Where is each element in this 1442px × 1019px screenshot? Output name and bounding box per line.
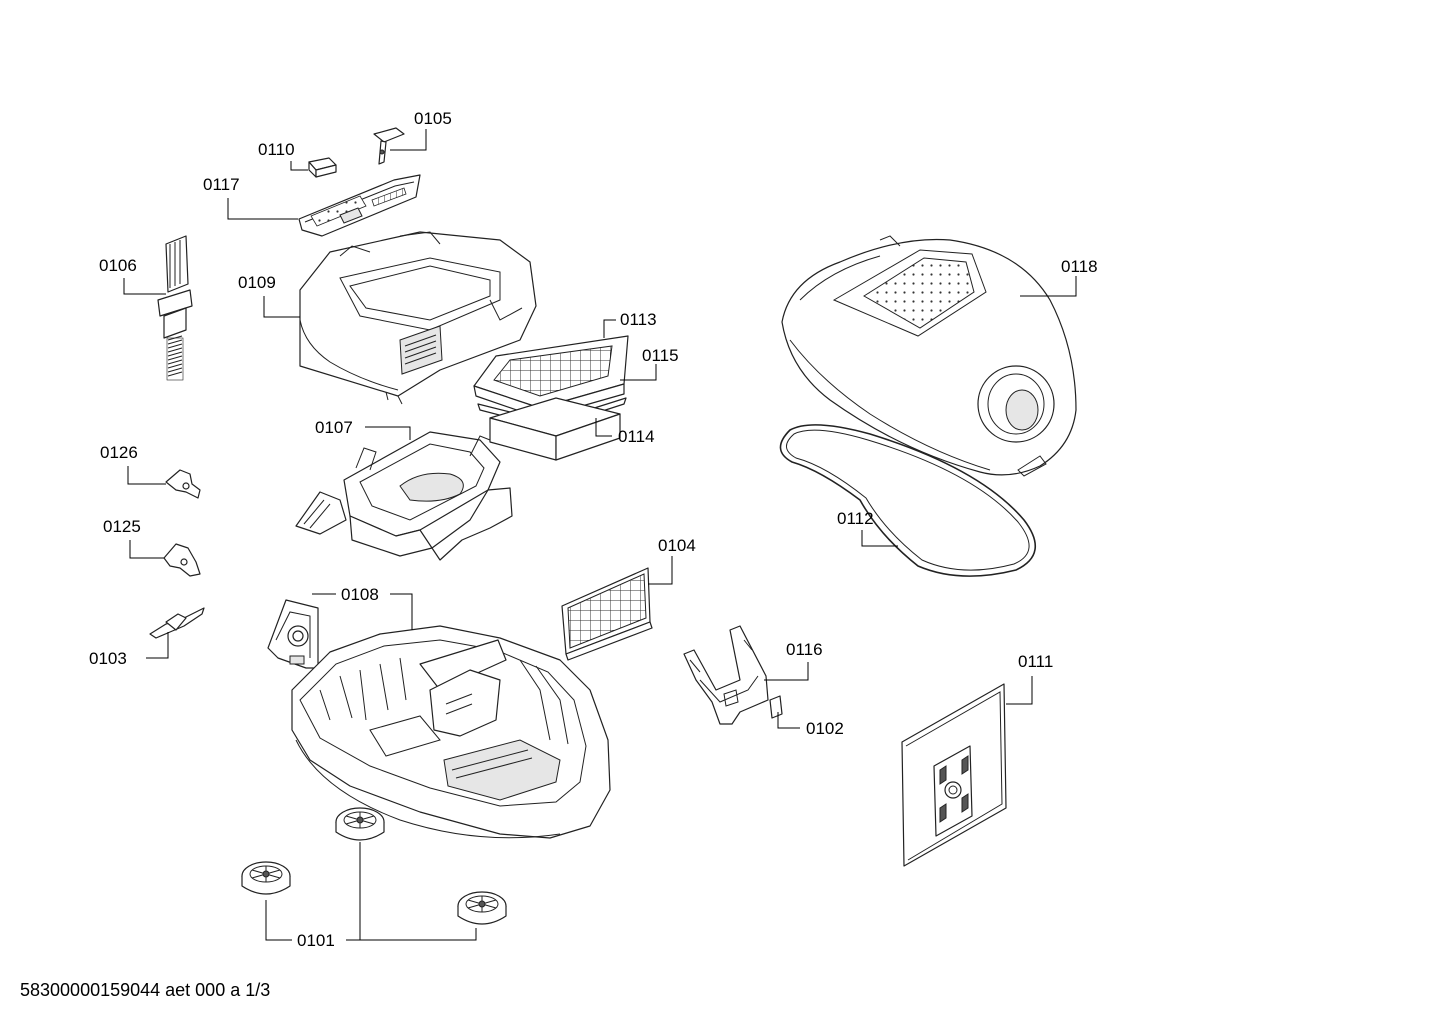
label-0106: 0106 <box>99 256 137 275</box>
part-0116-bag-holder <box>683 625 769 725</box>
label-0110: 0110 <box>258 140 295 159</box>
part-0108-base-chassis <box>291 625 611 839</box>
document-reference: 58300000159044 aet 000 a 1/3 <box>20 980 271 1000</box>
label-0109: 0109 <box>238 273 276 292</box>
leader-0104 <box>648 556 673 585</box>
leader-0103 <box>146 632 169 659</box>
label-0104: 0104 <box>658 536 696 555</box>
part-0117-grille-cover <box>298 174 421 237</box>
label-0107: 0107 <box>315 418 353 437</box>
part-0112-gasket <box>779 424 1037 577</box>
leader-0112 <box>861 530 898 547</box>
label-0115: 0115 <box>642 346 679 365</box>
leader-0126 <box>127 466 166 485</box>
leader-0111 <box>1006 676 1033 705</box>
label-0105: 0105 <box>414 109 452 128</box>
leader-0109 <box>263 296 300 318</box>
label-0111: 0111 <box>1018 652 1053 671</box>
leader-0108 <box>312 593 413 630</box>
part-0101-wheel-1 <box>335 807 385 841</box>
part-0106-latch-spring <box>157 235 193 381</box>
leader-0117 <box>227 198 298 220</box>
part-0110-button <box>308 157 337 178</box>
label-0118: 0118 <box>1061 257 1098 276</box>
part-0104-pleated-filter <box>561 567 653 661</box>
leader-0105 <box>390 129 427 151</box>
label-0108: 0108 <box>341 585 379 604</box>
label-0102: 0102 <box>806 719 844 738</box>
part-0111-dust-bag <box>901 683 1007 867</box>
label-0116: 0116 <box>786 640 823 659</box>
leader-0110 <box>290 161 308 171</box>
part-0114-foam-filter <box>489 397 621 461</box>
label-0117: 0117 <box>203 175 240 194</box>
leader-0113 <box>603 319 616 338</box>
part-0107-motor-housing <box>295 431 513 561</box>
part-0108-bracket <box>267 599 319 669</box>
label-0126: 0126 <box>100 443 138 462</box>
label-0101: 0101 <box>297 931 335 950</box>
leader-0106 <box>123 278 166 295</box>
part-0101-wheel-2 <box>241 861 291 895</box>
part-0102-pad <box>769 695 783 719</box>
leader-0116 <box>764 662 809 681</box>
leader-0101 <box>265 842 477 941</box>
part-0118-hood <box>781 235 1077 477</box>
part-0103-cable-lever <box>149 607 205 639</box>
part-0126-clip <box>165 469 201 499</box>
leader-0118 <box>1020 276 1077 297</box>
part-0105-latch <box>373 127 405 165</box>
label-0103: 0103 <box>89 649 127 668</box>
part-0125-clip <box>163 543 201 577</box>
label-0114: 0114 <box>618 427 655 446</box>
label-0125: 0125 <box>103 517 141 536</box>
leader-0115 <box>620 364 657 381</box>
leader-0107 <box>365 426 411 440</box>
part-0109-upper-housing <box>299 231 537 405</box>
label-0112: 0112 <box>837 509 874 528</box>
leader-0125 <box>129 540 164 559</box>
part-0101-wheel-3 <box>457 891 507 925</box>
leader-0114 <box>595 418 612 437</box>
leader-0102 <box>777 712 800 729</box>
label-0113: 0113 <box>620 310 657 329</box>
